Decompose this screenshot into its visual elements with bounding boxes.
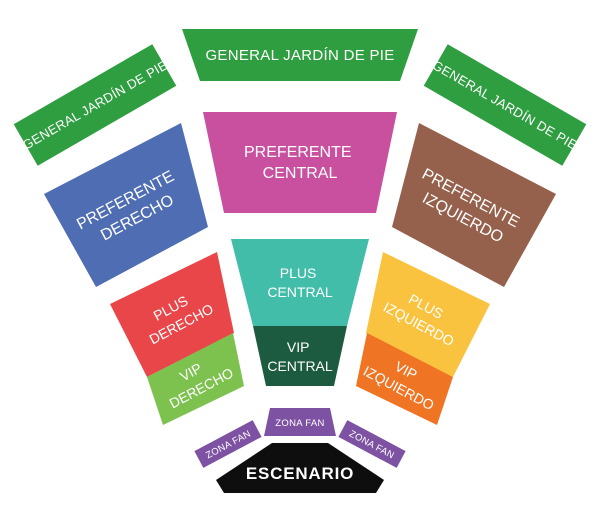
stage-escenario: ESCENARIO xyxy=(216,443,384,493)
zone-vip-central[interactable]: VIP CENTRAL xyxy=(253,326,347,386)
zone-general-jardin-right-shape[interactable] xyxy=(423,44,587,166)
zone-vip-derecho-shape[interactable] xyxy=(147,333,244,425)
zone-zona-fan-center-label: ZONA FAN xyxy=(275,418,324,429)
zone-preferente-central[interactable]: PREFERENTE CENTRAL xyxy=(203,112,397,213)
zone-plus-izquierdo-shape[interactable] xyxy=(366,252,490,377)
zone-general-jardin-left-label: GENERAL JARDÍN DE PIE xyxy=(20,57,170,152)
zone-plus-derecho-shape[interactable] xyxy=(110,252,234,377)
zone-plus-derecho[interactable]: PLUS DERECHO xyxy=(110,252,234,377)
stage-escenario-label: ESCENARIO xyxy=(246,464,354,483)
zone-plus-central-shape[interactable] xyxy=(231,239,369,326)
zone-general-jardin-left-shape[interactable] xyxy=(13,44,177,166)
zone-preferente-central-shape[interactable] xyxy=(203,112,397,213)
zone-general-jardin-right-label: GENERAL JARDÍN DE PIE xyxy=(430,57,580,152)
zone-plus-izquierdo[interactable]: PLUS IZQUIERDO xyxy=(366,252,490,377)
zone-zona-fan-center[interactable]: ZONA FAN xyxy=(264,408,336,436)
stage-escenario-shape xyxy=(216,443,384,493)
zone-preferente-izquierdo[interactable]: PREFERENTE IZQUIERDO xyxy=(392,123,556,287)
zone-general-jardin-center-shape[interactable] xyxy=(182,29,418,81)
zone-vip-izquierdo-shape[interactable] xyxy=(356,333,453,425)
zone-vip-central-shape[interactable] xyxy=(253,326,347,386)
zone-general-jardin-center[interactable]: GENERAL JARDÍN DE PIE xyxy=(182,29,418,81)
zone-general-jardin-center-label: GENERAL JARDÍN DE PIE xyxy=(205,47,394,64)
zone-zona-fan-center-shape[interactable] xyxy=(264,408,336,436)
zone-plus-central-label: PLUS CENTRAL xyxy=(267,265,333,300)
zone-zona-fan-left-shape[interactable] xyxy=(194,420,262,468)
zone-preferente-derecho[interactable]: PREFERENTE DERECHO xyxy=(44,123,208,287)
zone-plus-central[interactable]: PLUS CENTRAL xyxy=(231,239,369,326)
zone-zona-fan-right-shape[interactable] xyxy=(338,420,406,468)
zone-vip-central-label: VIP CENTRAL xyxy=(267,339,333,374)
zone-preferente-izquierdo-shape[interactable] xyxy=(392,123,556,287)
zone-preferente-central-label: PREFERENTE CENTRAL xyxy=(244,144,356,182)
zone-preferente-derecho-shape[interactable] xyxy=(44,123,208,287)
